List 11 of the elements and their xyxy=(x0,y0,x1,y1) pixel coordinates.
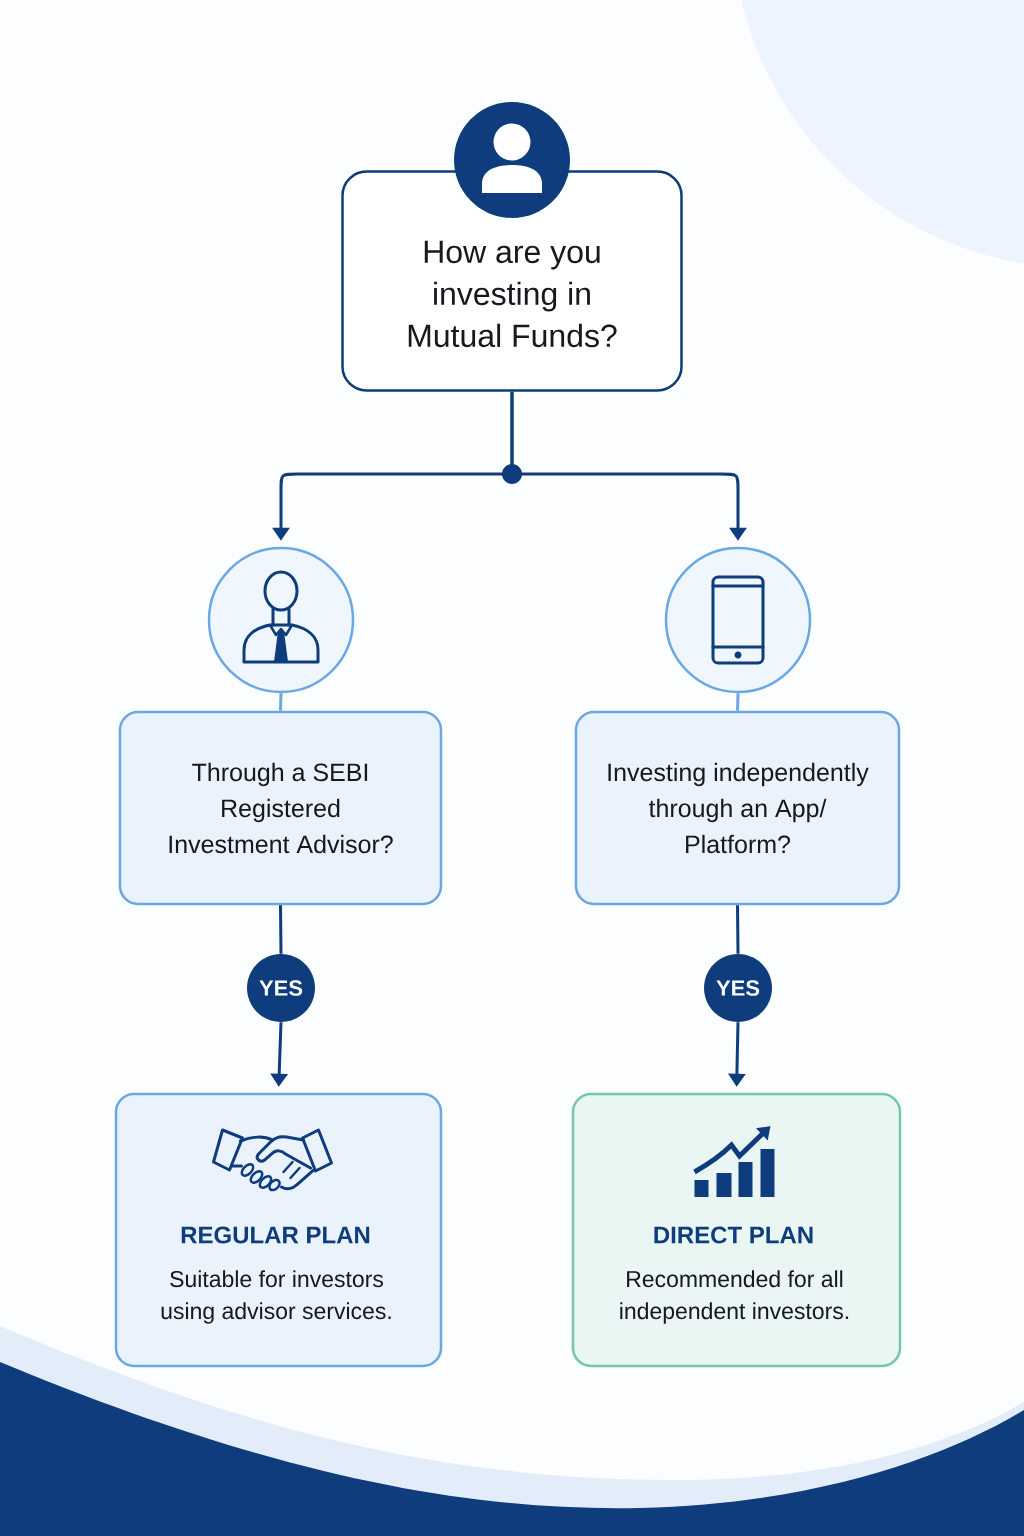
question-box: How are you investing in Mutual Funds? xyxy=(341,170,683,392)
connector-line xyxy=(736,905,740,954)
question-box: Through a SEBI Registered Investment Advisor? xyxy=(118,710,443,906)
connector-line xyxy=(736,693,740,711)
plan-description: Suitable for investors using advisor services. xyxy=(161,1270,391,1324)
plan-description: Recommended for all independent investors. xyxy=(620,1270,849,1324)
plan-title: DIRECT PLAN xyxy=(654,1226,813,1244)
question-box: Investing independently through an App/ Platform? xyxy=(574,710,901,906)
connector-line xyxy=(279,905,283,954)
plan-title: REGULAR PLAN xyxy=(181,1226,370,1244)
connector-line xyxy=(279,693,283,711)
